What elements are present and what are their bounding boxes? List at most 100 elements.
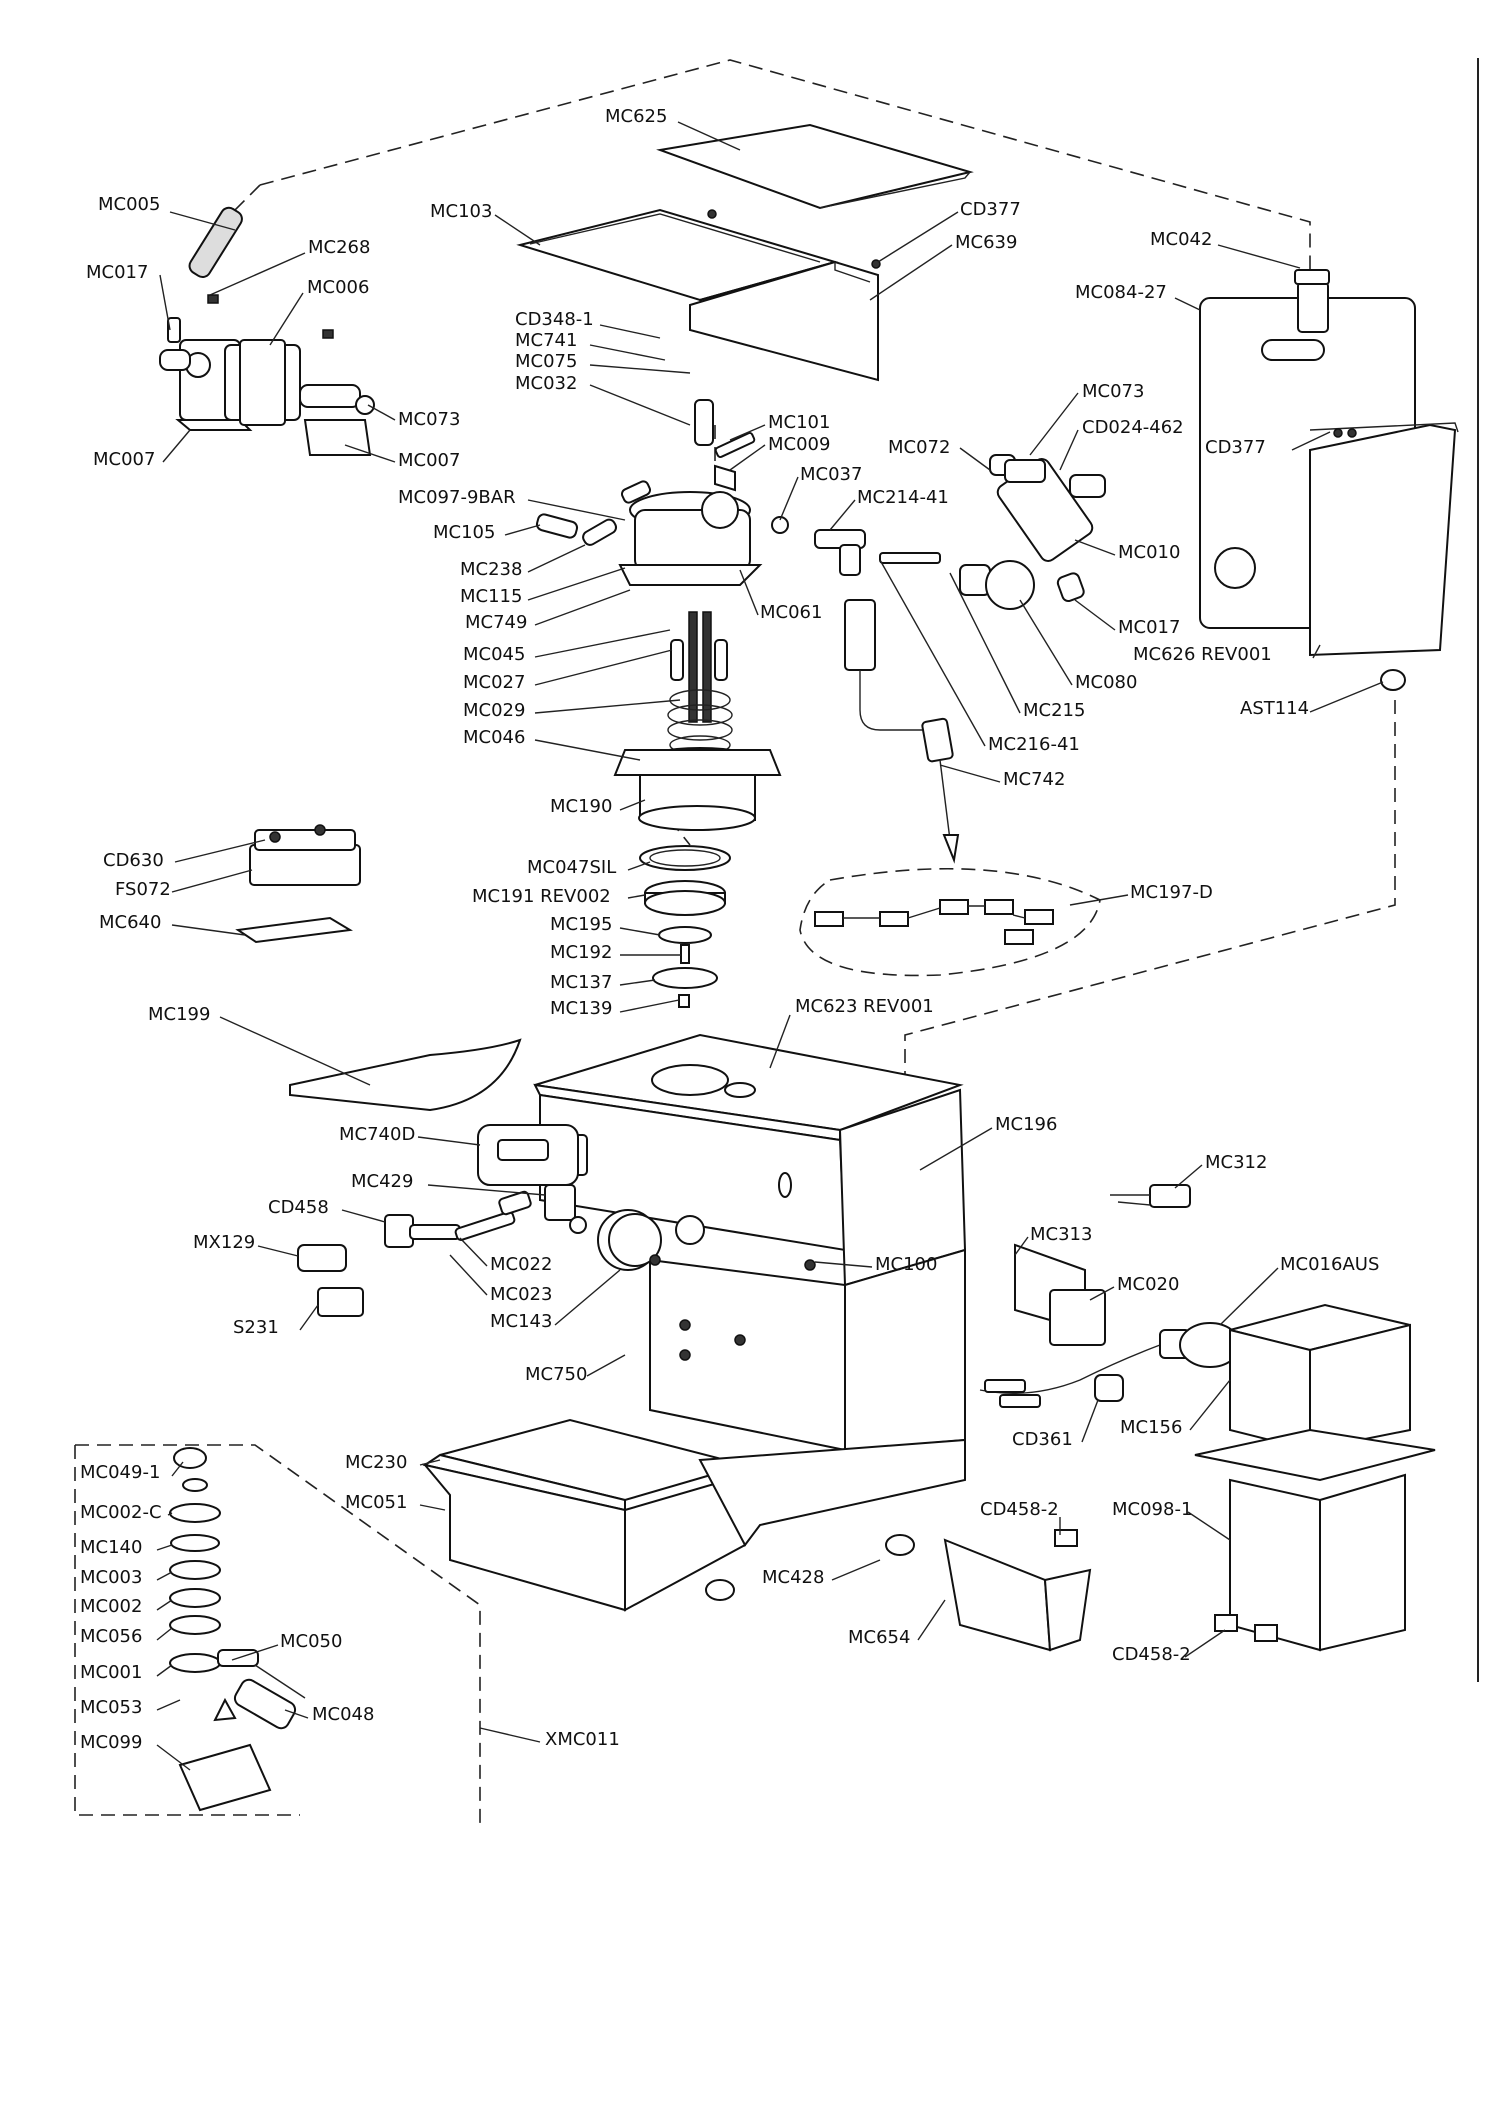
leader-line — [779, 476, 799, 521]
part-label: CD458-2 — [980, 1499, 1059, 1520]
leader-line — [829, 499, 856, 531]
leader-line — [1217, 244, 1301, 269]
part-label: MC061 — [760, 602, 822, 623]
part-label: MC007 — [93, 449, 155, 470]
part-label: MC625 — [605, 106, 667, 127]
part-label: MC268 — [308, 237, 370, 258]
part-label: CD377 — [1205, 437, 1266, 458]
leader-line — [171, 924, 246, 936]
part-steam-assembly — [771, 516, 1035, 864]
part-label: MC749 — [465, 612, 527, 633]
leader-lines — [156, 121, 1384, 1771]
leader-line — [619, 799, 646, 811]
part-label: MC196 — [995, 1114, 1057, 1135]
leader-line — [156, 1599, 173, 1611]
part-mc654-manual — [943, 1529, 1092, 1652]
part-label: MC215 — [1023, 700, 1085, 721]
leader-line — [1187, 1511, 1231, 1541]
part-label: MC192 — [550, 942, 612, 963]
leader-line — [619, 999, 680, 1013]
part-label: MC750 — [525, 1364, 587, 1385]
part-label: MC010 — [1118, 542, 1180, 563]
leader-line — [156, 1544, 173, 1551]
part-label: MC084-27 — [1075, 282, 1167, 303]
part-label: MC053 — [80, 1697, 142, 1718]
part-label: CD458 — [268, 1197, 329, 1218]
part-label: MC080 — [1075, 672, 1137, 693]
part-label: AST114 — [1240, 698, 1309, 719]
leader-line — [219, 1016, 371, 1086]
part-label: MC049-1 — [80, 1462, 160, 1483]
part-label: MC016AUS — [1280, 1254, 1379, 1275]
leader-line — [527, 499, 626, 521]
part-mc190-housing — [613, 749, 782, 831]
leader-line — [419, 1504, 446, 1511]
leader-line — [1029, 392, 1079, 456]
part-label: MC197-D — [1130, 882, 1213, 903]
leader-line — [1074, 599, 1116, 631]
part-label: CD024-462 — [1082, 417, 1184, 438]
part-boiler-group — [535, 399, 763, 586]
leader-line — [162, 429, 191, 463]
part-label: MC037 — [800, 464, 862, 485]
part-mc625-cover-plate — [656, 123, 974, 210]
leader-line — [169, 211, 236, 231]
part-label: MC017 — [1118, 617, 1180, 638]
part-label: MC105 — [433, 522, 495, 543]
part-label: MC027 — [463, 672, 525, 693]
part-label: MC313 — [1030, 1224, 1092, 1245]
part-mc156-carton — [1194, 1303, 1436, 1652]
part-label: MC022 — [490, 1254, 552, 1275]
part-accessories-group — [74, 1444, 481, 1825]
part-label: MC029 — [463, 700, 525, 721]
part-water-tank — [1199, 269, 1459, 657]
leader-line — [534, 699, 681, 714]
leader-line — [1089, 1286, 1115, 1301]
part-main-body — [477, 1033, 967, 1452]
part-mc197d-harness — [799, 867, 1101, 977]
part-label: MC001 — [80, 1662, 142, 1683]
leader-line — [739, 569, 759, 616]
leader-line — [1219, 1267, 1279, 1326]
part-label: MC230 — [345, 1452, 407, 1473]
part-label: MC048 — [312, 1704, 374, 1725]
leader-line — [231, 1644, 279, 1661]
leader-line — [419, 1459, 441, 1466]
leader-line — [534, 589, 631, 626]
part-label: CD630 — [103, 850, 164, 871]
part-label: MC072 — [888, 437, 950, 458]
leader-line — [449, 1254, 488, 1296]
part-label: MC045 — [463, 644, 525, 665]
part-label: MC156 — [1120, 1417, 1182, 1438]
leader-line — [627, 894, 646, 899]
part-label: MC009 — [768, 434, 830, 455]
leader-line — [534, 629, 671, 658]
leader-line — [919, 1127, 993, 1171]
part-label: MC098-1 — [1112, 1499, 1192, 1520]
leader-line — [1014, 1236, 1029, 1256]
part-label: MC051 — [345, 1492, 407, 1513]
part-label: MC639 — [955, 232, 1017, 253]
part-switches — [297, 1190, 587, 1317]
part-label: MC103 — [430, 201, 492, 222]
part-mc199-scoop — [289, 1038, 522, 1112]
part-label: MC046 — [463, 727, 525, 748]
part-label: CD458-2 — [1112, 1644, 1191, 1665]
leader-line — [619, 979, 656, 986]
part-label: MC073 — [1082, 381, 1144, 402]
part-label: MC056 — [80, 1626, 142, 1647]
leader-line — [159, 274, 171, 331]
leader-line — [209, 252, 306, 296]
leader-line — [939, 764, 1001, 783]
part-label: MC100 — [875, 1254, 937, 1275]
part-solenoid-valve — [989, 454, 1106, 603]
leader-line — [344, 444, 396, 463]
leader-line — [1081, 1399, 1099, 1443]
leader-line — [879, 559, 986, 747]
part-label: MC216-41 — [988, 734, 1080, 755]
leader-line — [619, 927, 661, 936]
leader-line — [417, 1136, 481, 1146]
leader-line — [769, 1014, 791, 1069]
part-label: MC075 — [515, 351, 577, 372]
leader-line — [831, 1559, 881, 1581]
